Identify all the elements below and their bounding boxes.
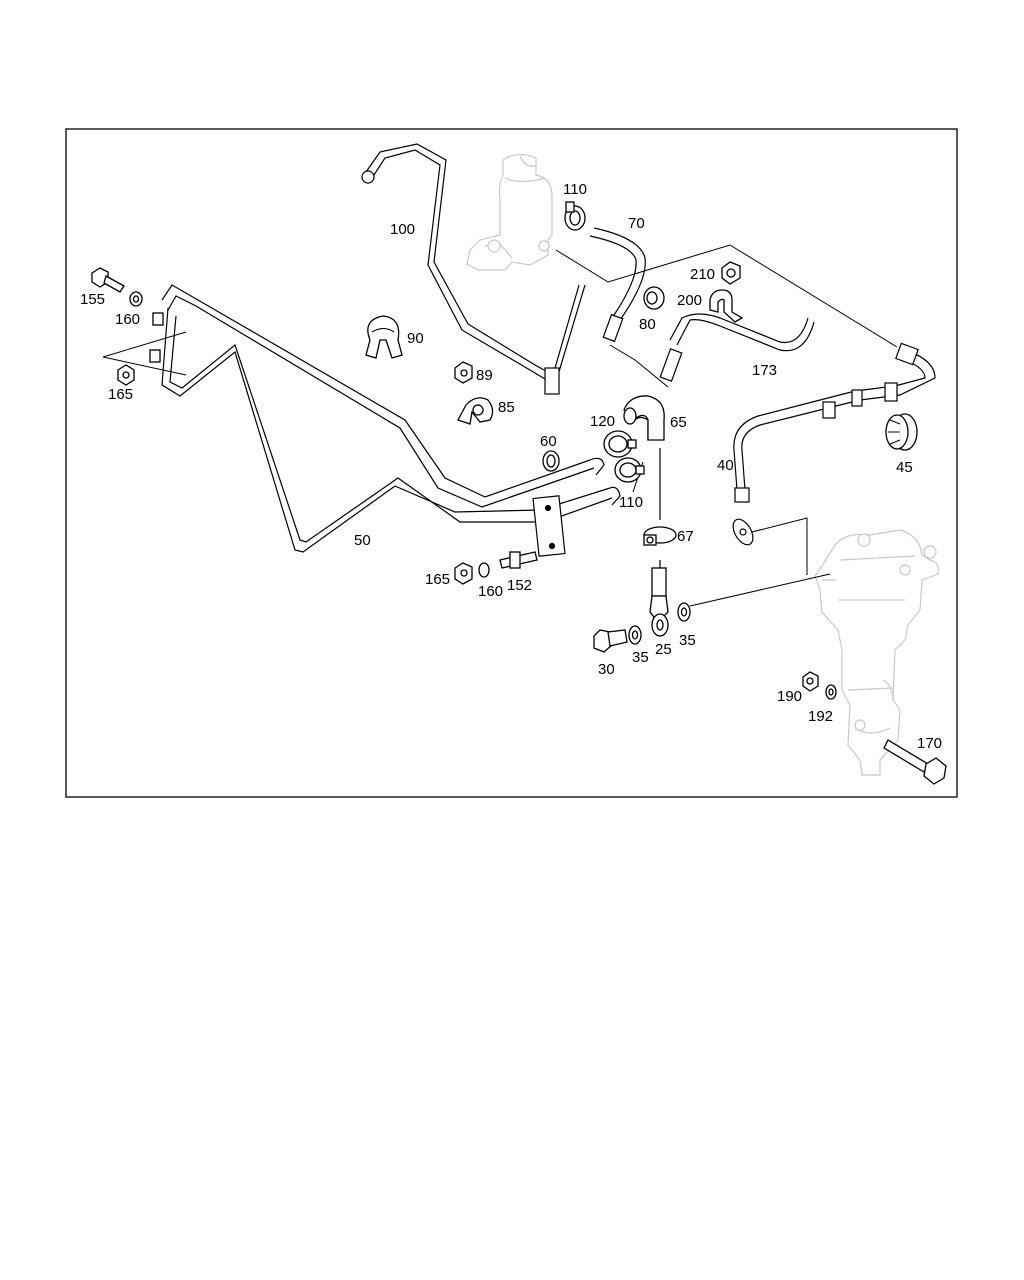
clamp-67 [643, 526, 677, 546]
bolt-170 [883, 739, 947, 785]
banjo-fitting-25 [649, 567, 669, 637]
pressure-hose-40 [732, 342, 936, 546]
part-label: 80 [639, 316, 656, 333]
clamp-110-lower [614, 457, 645, 483]
part-label: 170 [917, 735, 942, 752]
pressure-line-100 [361, 143, 586, 395]
part-label: 152 [507, 577, 532, 594]
nut-165 [117, 364, 135, 386]
part-label: 40 [717, 457, 734, 474]
stud-152 [499, 551, 538, 569]
clamp-120 [603, 430, 637, 458]
part-label: 210 [690, 266, 715, 283]
part-label: 110 [619, 494, 643, 511]
washer-160 [129, 291, 143, 307]
part-label: 45 [896, 459, 913, 476]
nut-190 [802, 671, 819, 692]
clip-200 [709, 289, 744, 323]
return-hose-70 [589, 227, 646, 343]
part-label: 160 [478, 583, 503, 600]
part-label: 89 [476, 367, 493, 384]
part-label: 173 [752, 362, 777, 379]
ring-60 [542, 450, 560, 472]
pipe-bracket-lower [149, 349, 161, 363]
part-label: 165 [108, 386, 133, 403]
part-label: 200 [677, 292, 702, 309]
clamp-110-top [564, 201, 586, 231]
oil-cooler-pipe [161, 284, 621, 557]
hose-173 [659, 313, 815, 382]
nut-89 [454, 361, 473, 384]
diagram-frame [65, 128, 958, 798]
part-label: 70 [628, 215, 645, 232]
banjo-bolt-30 [593, 629, 628, 653]
washer-35-b [677, 602, 691, 622]
part-label: 120 [590, 413, 615, 430]
part-label: 60 [540, 433, 557, 450]
part-label: 67 [677, 528, 694, 545]
part-label: 90 [407, 330, 424, 347]
part-label: 110 [563, 181, 587, 198]
washer-192 [825, 684, 837, 700]
part-label: 25 [655, 641, 672, 658]
part-label: 35 [632, 649, 649, 666]
part-label: 85 [498, 399, 515, 416]
washer-160-lower [478, 562, 490, 578]
part-label: 100 [390, 221, 415, 238]
washer-35-a [628, 625, 642, 645]
pipe-bracket-upper [152, 312, 164, 326]
clip-85 [457, 397, 494, 425]
power-steering-pump-outline [466, 153, 553, 271]
part-label: 155 [80, 291, 105, 308]
nut-210 [721, 261, 741, 285]
leader-lines [102, 244, 898, 607]
part-label: 65 [670, 414, 687, 431]
part-labels: 155 160 165 100 110 70 210 200 80 90 89 … [80, 181, 942, 752]
nut-165-lower [454, 562, 473, 585]
part-label: 160 [115, 311, 140, 328]
part-label: 30 [598, 661, 615, 678]
fitting-80 [643, 286, 665, 310]
part-label: 165 [425, 571, 450, 588]
part-label: 190 [777, 688, 802, 705]
clip-90 [365, 315, 403, 359]
bolt-155 [91, 267, 125, 293]
part-label: 35 [679, 632, 696, 649]
part-label: 192 [808, 708, 833, 725]
damper-45 [885, 413, 918, 451]
steering-gearbox-outline [814, 529, 939, 776]
elbow-hose-65 [623, 395, 665, 441]
part-label: 50 [354, 532, 371, 549]
